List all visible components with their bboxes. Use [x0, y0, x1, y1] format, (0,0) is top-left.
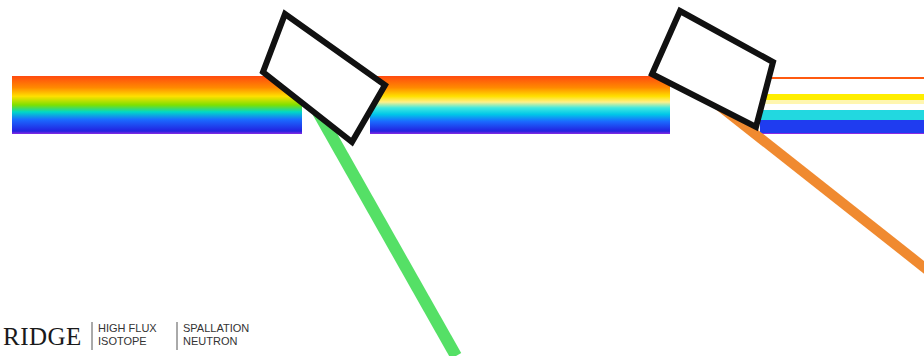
blue-band: [760, 120, 924, 133]
white-beam: [12, 76, 302, 134]
logo-separator: [177, 322, 178, 350]
logo-wordmark: RIDGE: [3, 324, 82, 349]
monochromator-crystal: [652, 11, 773, 127]
facility-name: SPALLATION: [183, 323, 249, 334]
cyan-band: [760, 110, 924, 120]
yellow-line: [760, 94, 924, 100]
violet-edge: [760, 133, 924, 134]
facility-name: HIGH FLUX: [98, 323, 157, 334]
facility-name: NEUTRON: [183, 336, 237, 347]
monochromator-crystal: [263, 14, 385, 142]
logo-separator: [92, 322, 93, 350]
orange-line: [760, 77, 924, 79]
orange-beam: [712, 100, 924, 272]
pale-band: [760, 100, 924, 104]
facility-name: ISOTOPE: [98, 336, 147, 347]
filtered-beam: [370, 76, 670, 134]
green-beam: [318, 112, 456, 356]
